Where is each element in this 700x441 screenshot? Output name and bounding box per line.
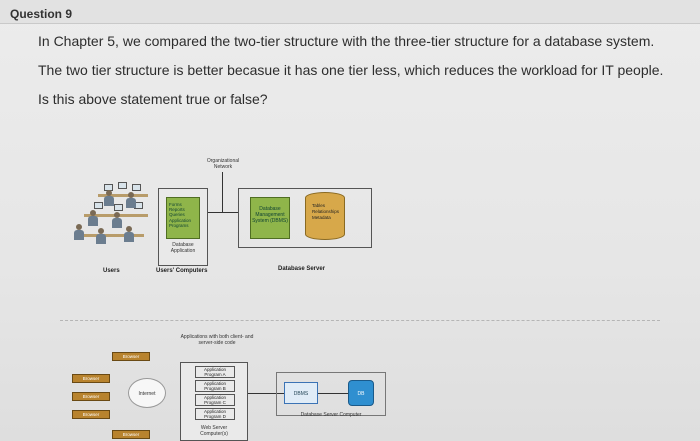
database-server-label: Database Server <box>278 266 326 272</box>
database-server-computer-label: Database Server Computer <box>300 412 362 418</box>
browser-bottom: Browser <box>112 430 150 439</box>
org-network-label: Organizational Network <box>206 158 240 170</box>
app-item-reports: Reports <box>169 207 185 213</box>
question-header: Question 9 <box>0 0 700 24</box>
browser-left-2: Browser <box>72 392 110 401</box>
browser-left-3: Browser <box>72 410 110 419</box>
question-line-1: In Chapter 5, we compared the two-tier s… <box>38 33 655 49</box>
dbms-box: Database Management System (DBMS) <box>250 197 290 239</box>
db-item-metadata: Metadata <box>312 215 331 220</box>
dbms-text: Database Management System (DBMS) <box>252 206 288 224</box>
database-application-label: Database Application <box>170 242 196 254</box>
users-label: Users <box>103 268 120 274</box>
apps-caption: Applications with both client- and serve… <box>180 334 254 346</box>
users-computers-label: Users' Computers <box>156 268 208 274</box>
question-line-2: The two tier structure is better becasue… <box>38 62 664 78</box>
app-item-queries: Queries <box>169 212 185 218</box>
divider <box>60 320 660 321</box>
db-box: DB <box>348 380 374 406</box>
connector-line <box>208 212 238 213</box>
app-item-programs: Application Programs <box>169 217 192 228</box>
network-line <box>222 172 223 212</box>
application-box: Forms Reports Queries Application Progra… <box>166 197 200 239</box>
database-items: Tables Relationships Metadata <box>312 203 339 221</box>
db-item-relationships: Relationships <box>312 209 340 214</box>
program-c: Application Program C <box>195 394 235 406</box>
program-d: Application Program D <box>195 408 235 420</box>
question-number: Question 9 <box>10 7 73 21</box>
database-server-computer-box <box>276 372 386 416</box>
program-b: Application Program B <box>195 380 235 392</box>
web-server-label: Web Server Computer(s) <box>200 425 228 437</box>
database-cylinder: Tables Relationships Metadata <box>305 192 345 240</box>
internet-cloud: Internet <box>128 378 166 408</box>
browser-top: Browser <box>112 352 150 361</box>
db-item-tables: Tables <box>312 203 326 208</box>
application-items: Forms Reports Queries Application Progra… <box>169 202 199 228</box>
dbms-label-box: DBMS <box>284 382 318 404</box>
program-a: Application Program A <box>195 366 235 378</box>
dbms-db-connector <box>318 393 348 394</box>
app-item-forms: Forms <box>169 202 182 207</box>
server-connector <box>248 393 284 394</box>
question-line-3: Is this above statement true or false? <box>38 91 268 107</box>
users-illustration <box>64 180 154 260</box>
database-server-box <box>238 188 372 248</box>
browser-left-1: Browser <box>72 374 110 383</box>
question-body: In Chapter 5, we compared the two-tier s… <box>38 27 688 114</box>
